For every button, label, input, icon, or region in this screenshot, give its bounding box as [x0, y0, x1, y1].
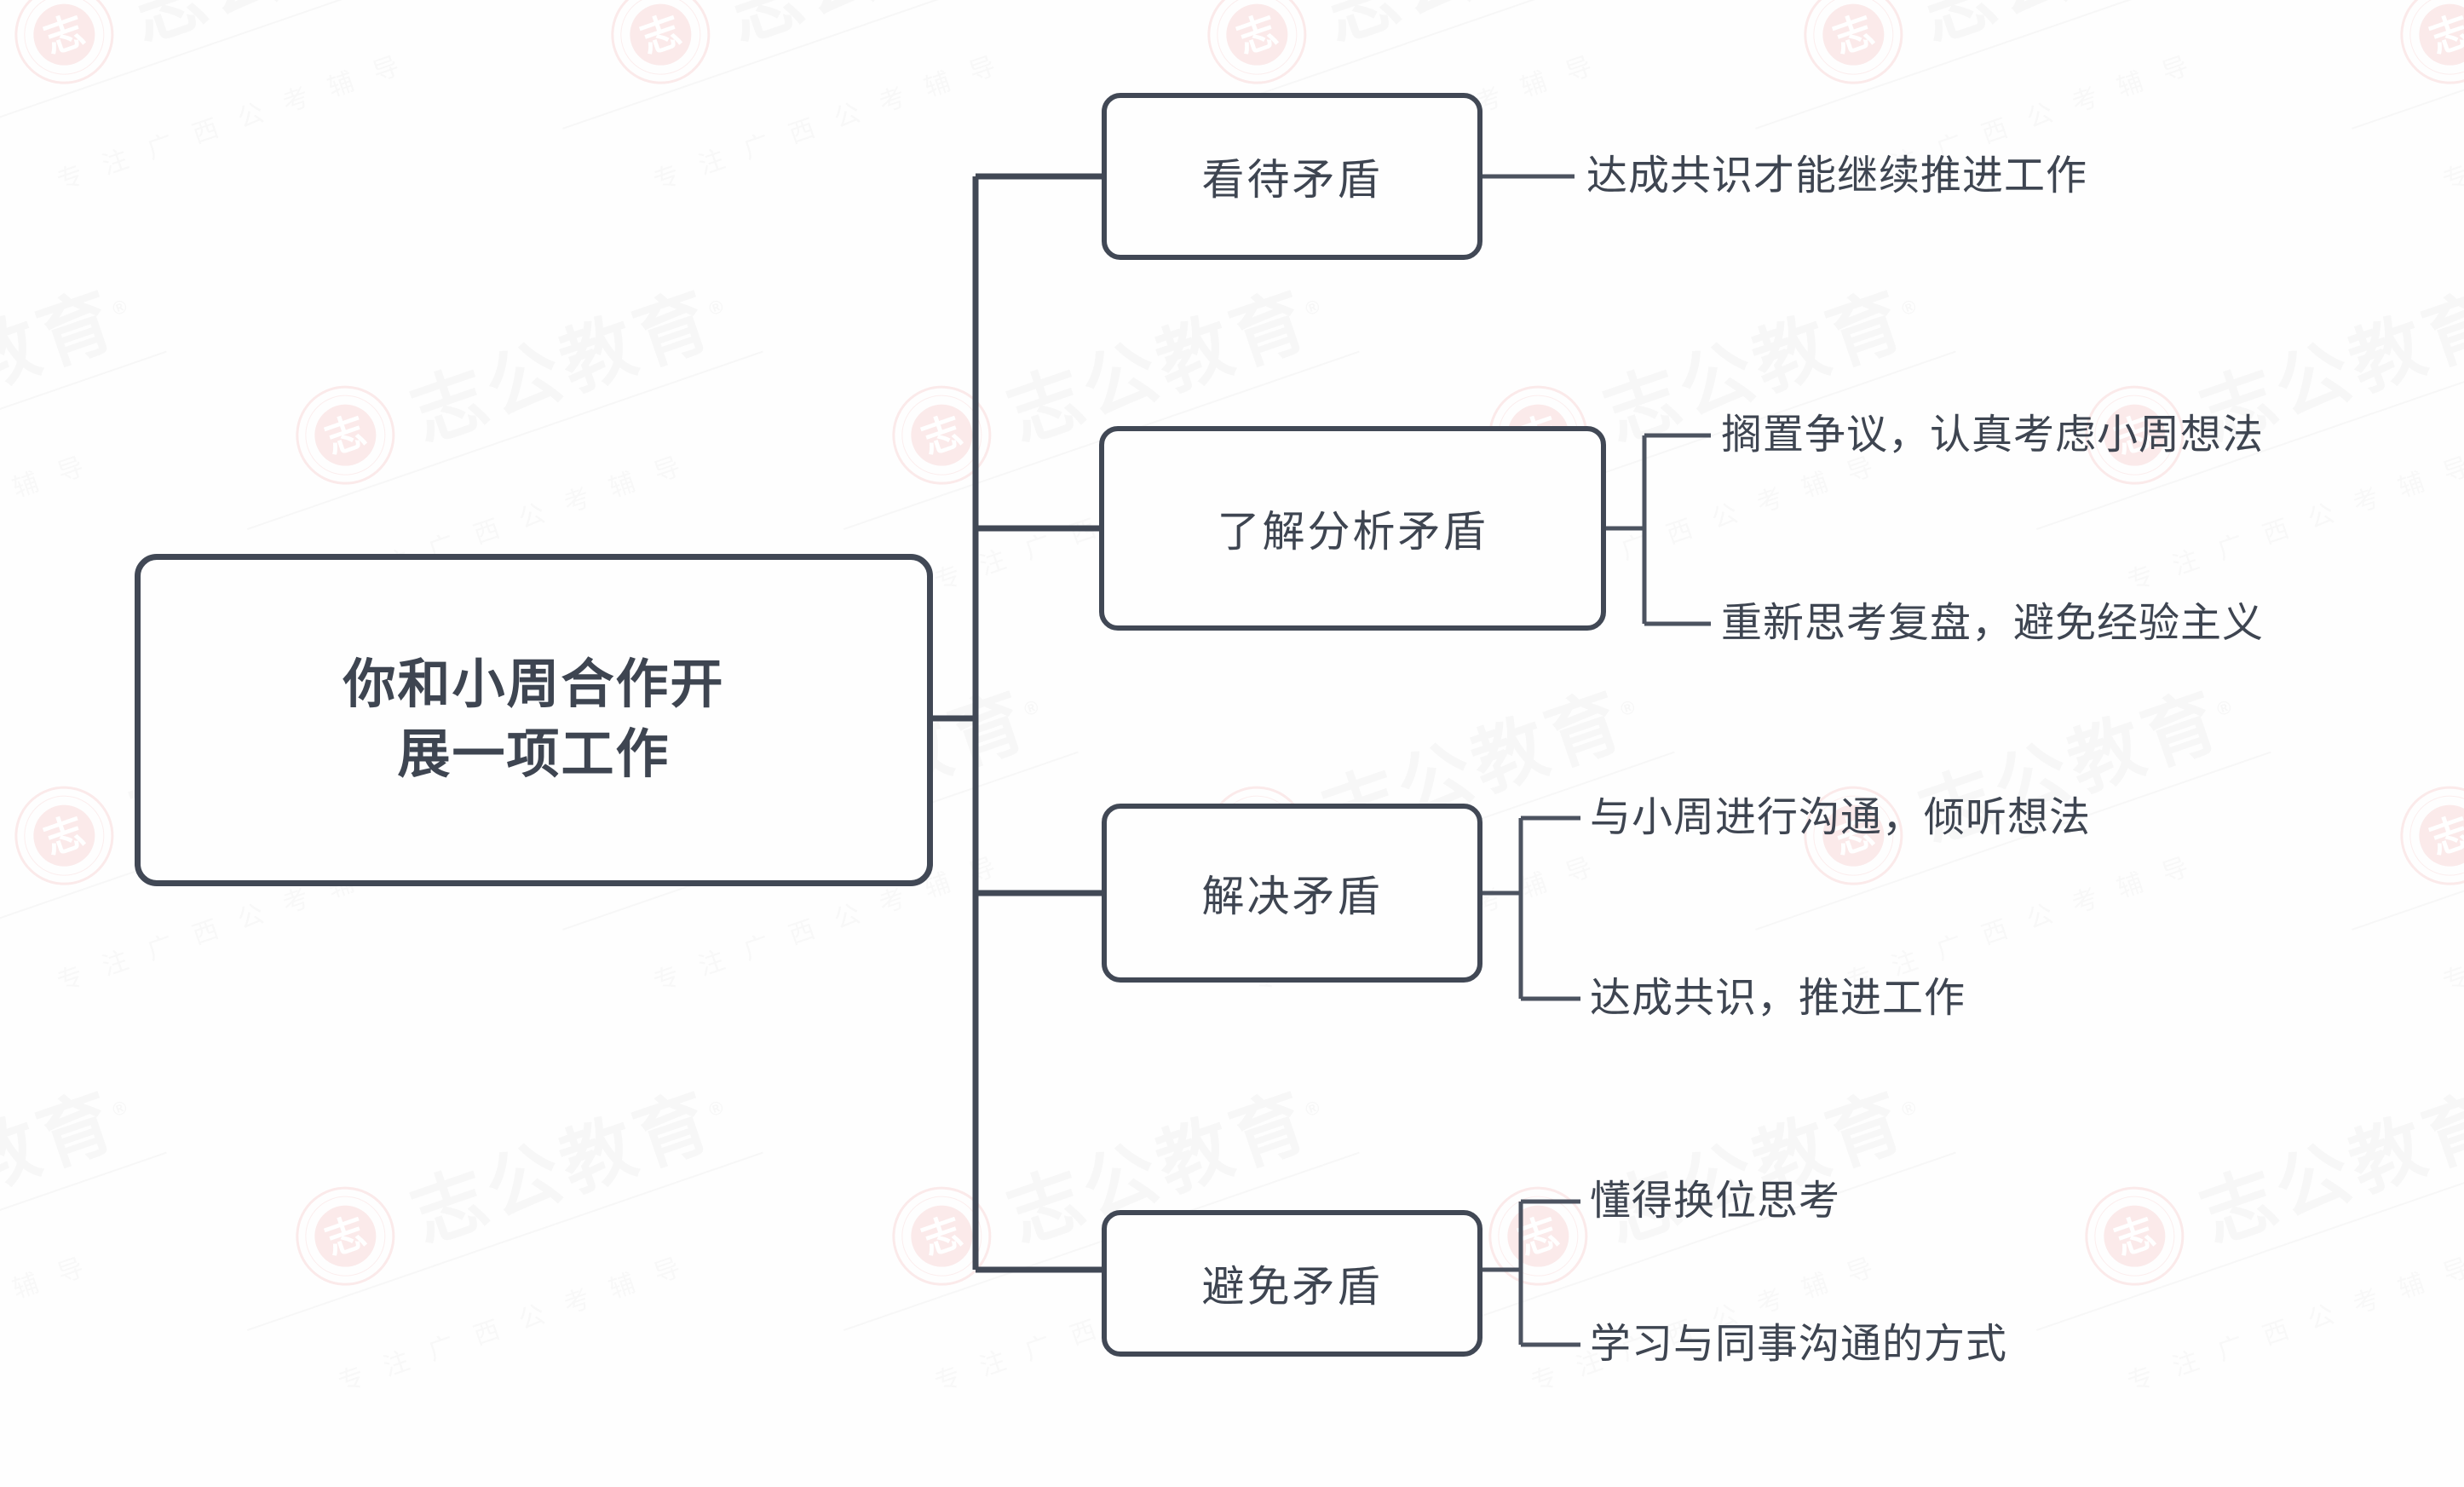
- branch-node-1-label: 看待矛盾: [1201, 156, 1383, 204]
- leaf-branch-3-1[interactable]: 与小周进行沟通，倾听想法: [1590, 795, 2092, 840]
- leaf-branch-4-2[interactable]: 学习与同事沟通的方式: [1590, 1322, 2008, 1367]
- branch-node-1[interactable]: 看待矛盾: [1102, 93, 1482, 260]
- root-node[interactable]: 你和小周合作开 展一项工作: [135, 554, 933, 886]
- root-node-label-line-2: 展一项工作: [397, 725, 671, 784]
- branch-node-4-label: 避免矛盾: [1201, 1263, 1383, 1311]
- branch-node-3-label: 解决矛盾: [1201, 873, 1383, 920]
- leaf-branch-2-2[interactable]: 重新思考复盘，避免经验主义: [1721, 601, 2265, 646]
- leaf-branch-2-1[interactable]: 搁置争议，认真考虑小周想法: [1721, 412, 2265, 458]
- leaf-branch-4-1[interactable]: 懂得换位思考: [1590, 1179, 1841, 1224]
- branch-node-2-label: 了解分析矛盾: [1217, 508, 1488, 556]
- root-node-label-line-1: 你和小周合作开: [343, 655, 725, 715]
- leaf-branch-1-1[interactable]: 达成共识才能继续推进工作: [1586, 153, 2088, 199]
- branch-node-2[interactable]: 了解分析矛盾: [1099, 426, 1606, 631]
- leaf-branch-3-2[interactable]: 达成共识，推进工作: [1590, 976, 1966, 1021]
- branch-node-3[interactable]: 解决矛盾: [1102, 804, 1482, 983]
- branch-node-4[interactable]: 避免矛盾: [1102, 1210, 1482, 1357]
